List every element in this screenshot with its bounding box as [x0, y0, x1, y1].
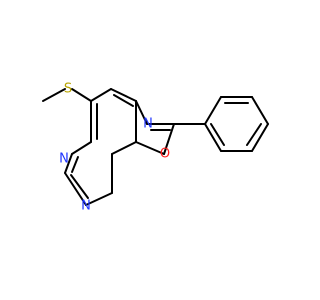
pyrimidine-left-lower-bond — [64, 153, 73, 174]
sulfur-carbon-bond — [71, 88, 92, 102]
oxazole-ring-closure-bond — [135, 141, 165, 155]
bond-layer — [42, 88, 269, 206]
phenyl-bond-6 — [204, 96, 222, 125]
pyrimidine-bottom-bond-inner — [70, 174, 89, 199]
pyrimidine-bottom-right-bond — [111, 141, 137, 155]
phenyl-bond-1 — [204, 123, 222, 152]
pyrimidine-top-bond — [110, 88, 137, 102]
oxazole-oxygen-bond — [163, 123, 175, 155]
pyrimidine-nitrogen-label-top: N — [143, 117, 153, 132]
oxazole-nitrogen-bond — [135, 100, 148, 125]
atom-layer: S N N N O — [59, 82, 170, 214]
molecule-structure-diagram: S N N N O — [42, 82, 269, 214]
methyl-sulfur-bond — [42, 88, 66, 102]
phenyl-bond-3 — [251, 123, 269, 152]
pyrimidine-nitrogen-label-left: N — [59, 152, 69, 167]
pyrimidine-bottom-left-bond — [71, 141, 92, 155]
sulfur-atom-label: S — [64, 82, 72, 97]
pyrimidine-bottom-bond — [64, 172, 87, 206]
carbon-nitrogen-bond-top-left — [90, 88, 112, 102]
oxazole-oxygen-label: O — [160, 147, 170, 162]
pyrimidine-base-bond — [85, 192, 113, 206]
pyrimidine-top-bond-inner — [113, 94, 134, 107]
pyrimidine-nitrogen-label-bottom: N — [81, 199, 91, 214]
phenyl-inner-bond-2 — [246, 123, 262, 146]
phenyl-bond-4 — [251, 96, 269, 125]
pyrimidine-left-lower-bond-inner — [71, 156, 79, 173]
phenyl-inner-bond-1 — [210, 123, 225, 146]
